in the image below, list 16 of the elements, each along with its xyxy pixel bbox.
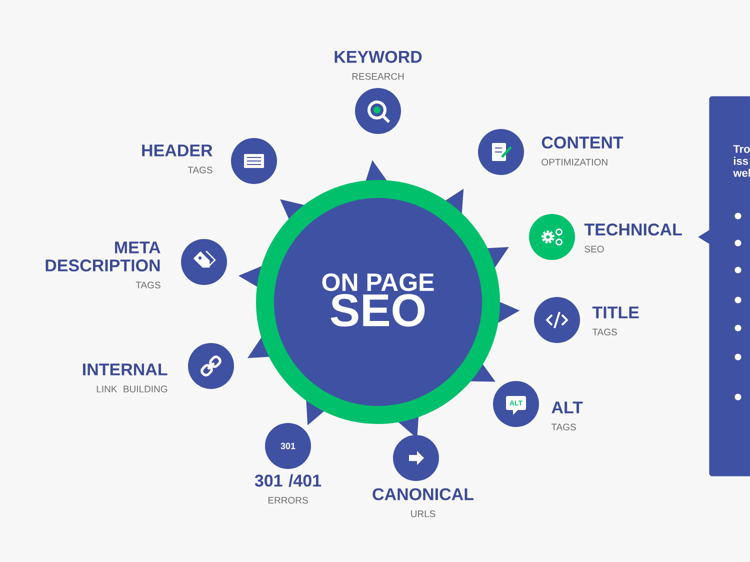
- item-label: 301 /401 ERRORS: [254, 474, 322, 504]
- item-label: CANONICAL URLS: [372, 488, 474, 518]
- item-label: CONTENT OPTIMIZATION: [542, 136, 624, 166]
- icon-circle: [188, 343, 234, 389]
- item-label: TITLE TAGS: [592, 306, 639, 336]
- icon-circle: [181, 239, 227, 285]
- item-label: META DESCRIPTION TAGS: [46, 242, 160, 288]
- item-label: ALT TAGS: [551, 402, 583, 430]
- item-label: TECHNICAL SEO: [584, 224, 682, 252]
- icon-circle: [529, 214, 575, 260]
- icon-circle: [534, 297, 580, 343]
- item-label: INTERNAL LINK BUILDING: [83, 364, 168, 392]
- item-label: KEYWORD RESEARCH: [334, 50, 422, 80]
- item-label: HEADER TAGS: [142, 144, 212, 174]
- info-panel: Tro iss wel: [698, 96, 750, 476]
- icon-circle: [355, 88, 401, 134]
